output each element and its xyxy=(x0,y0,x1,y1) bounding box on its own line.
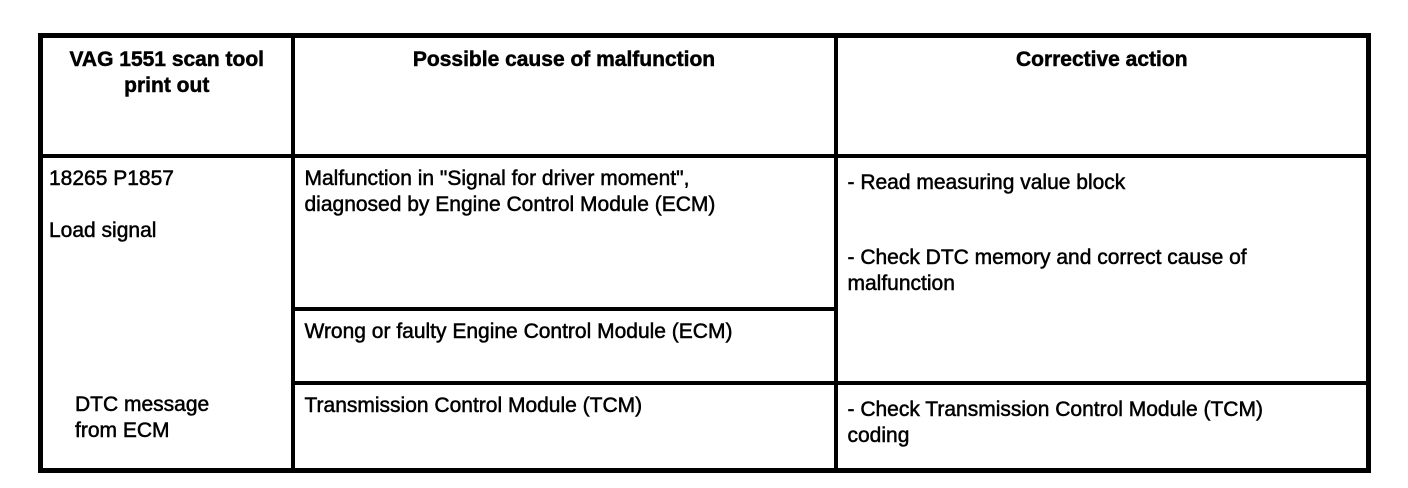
dtc-source: DTC message from ECM xyxy=(75,392,210,442)
action-check-tcm-coding: - Check Transmission Control Module (TCM… xyxy=(847,397,1263,447)
cell-cause-tcm: Transmission Control Module (TCM) xyxy=(290,380,838,473)
action-read-measuring-value-block: - Read measuring value block xyxy=(847,170,1126,194)
dtc-name: Load signal xyxy=(49,218,157,242)
body-row-3: Transmission Control Module (TCM) - Chec… xyxy=(41,380,1371,473)
dtc-code: 18265 P1857 xyxy=(49,166,174,190)
header-scan-tool-printout: VAG 1551 scan tool print out xyxy=(38,33,295,158)
header-row: VAG 1551 scan tool print out Possible ca… xyxy=(38,33,1371,158)
body-row-1: 18265 P1857 Load signal DTC message from… xyxy=(38,153,1371,473)
cell-cause-signal-malfunction: Malfunction in "Signal for driver moment… xyxy=(290,153,838,311)
action-check-dtc-memory: - Check DTC memory and correct cause of … xyxy=(847,245,1247,295)
header-possible-cause: Possible cause of malfunction xyxy=(290,33,838,158)
cell-cause-wrong-faulty-ecm: Wrong or faulty Engine Control Module (E… xyxy=(290,306,838,385)
cell-scan-tool-printout: 18265 P1857 Load signal DTC message from… xyxy=(38,153,295,473)
cell-action-tcm: - Check Transmission Control Module (TCM… xyxy=(833,380,1371,473)
dtc-code-block: 18265 P1857 Load signal xyxy=(49,166,287,244)
cell-action-ecm: - Read measuring value block - Check DTC… xyxy=(833,153,1371,385)
diagnostic-table: VAG 1551 scan tool print out Possible ca… xyxy=(38,33,1371,473)
body-row-2: Wrong or faulty Engine Control Module (E… xyxy=(41,306,1369,385)
header-corrective-action: Corrective action xyxy=(833,33,1371,158)
scan-tool-cell-content: 18265 P1857 Load signal DTC message from… xyxy=(49,166,287,456)
